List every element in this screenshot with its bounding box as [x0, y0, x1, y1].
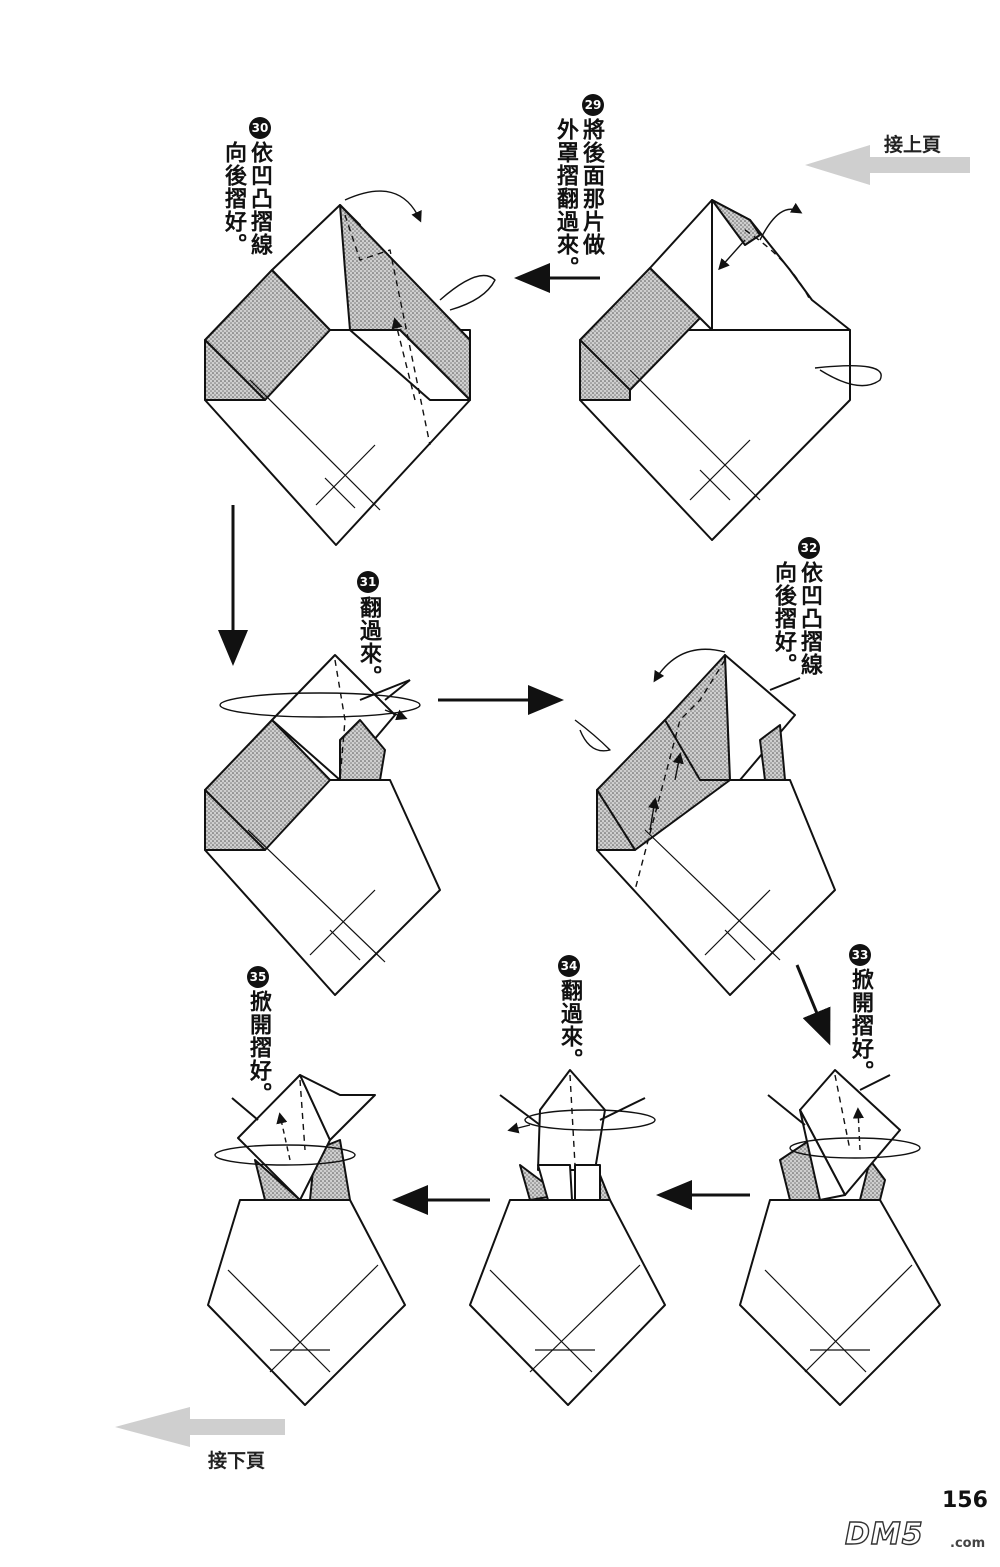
- step-31-instruction: 翻過來。: [355, 596, 381, 706]
- step-32-line-2: 向後摺好。: [771, 561, 796, 676]
- step-35-line-1: 掀開摺好。: [246, 990, 271, 1105]
- watermark-logo: DM5: [844, 1516, 924, 1552]
- step-31-number: 31: [357, 571, 379, 593]
- step-34-line-1: 翻過來。: [557, 979, 582, 1071]
- step-34-number: 34: [558, 955, 580, 977]
- step-33-number: 33: [849, 944, 871, 966]
- step-32-number: 32: [798, 537, 820, 559]
- step-35-number: 35: [247, 966, 269, 988]
- step-35-figure: [207, 1074, 406, 1406]
- watermark-suffix: .com: [950, 1536, 986, 1551]
- step-32-instruction: 依凹凸摺線 向後摺好。: [770, 561, 822, 701]
- step-32-line-1: 依凹凸摺線: [797, 561, 822, 676]
- step-31-figure: [204, 654, 441, 996]
- step-33-figure: [739, 1069, 941, 1406]
- step-32-figure: [574, 648, 836, 996]
- step-29-instruction: 將後面那片做 外罩摺翻過來。: [552, 118, 604, 288]
- step-29-number: 29: [582, 94, 604, 116]
- arrow-32-to-33: [795, 964, 831, 1046]
- step-29-figure: [579, 199, 882, 541]
- step-31-line-1: 翻過來。: [356, 596, 381, 688]
- next-page-arrow: [115, 1407, 285, 1447]
- step-30-line-2: 向後摺好。: [221, 141, 246, 256]
- step-35-instruction: 掀開摺好。: [245, 990, 271, 1130]
- step-29-line-1: 將後面那片做: [579, 118, 604, 256]
- step-33-instruction: 掀開摺好。: [847, 968, 873, 1108]
- prev-page-arrow: [805, 145, 970, 185]
- step-30-figure: [204, 190, 496, 546]
- next-page-label: 接下頁: [208, 1450, 266, 1472]
- step-34-figure: [469, 1069, 666, 1406]
- step-30-number: 30: [249, 117, 271, 139]
- step-33-line-1: 掀開摺好。: [848, 968, 873, 1083]
- page-number: 156: [942, 1488, 988, 1513]
- step-29-line-2: 外罩摺翻過來。: [553, 118, 578, 279]
- step-34-instruction: 翻過來。: [556, 979, 582, 1089]
- prev-page-label: 接上頁: [884, 134, 942, 156]
- step-30-instruction: 依凹凸摺線 向後摺好。: [220, 141, 272, 281]
- step-30-line-1: 依凹凸摺線: [247, 141, 272, 256]
